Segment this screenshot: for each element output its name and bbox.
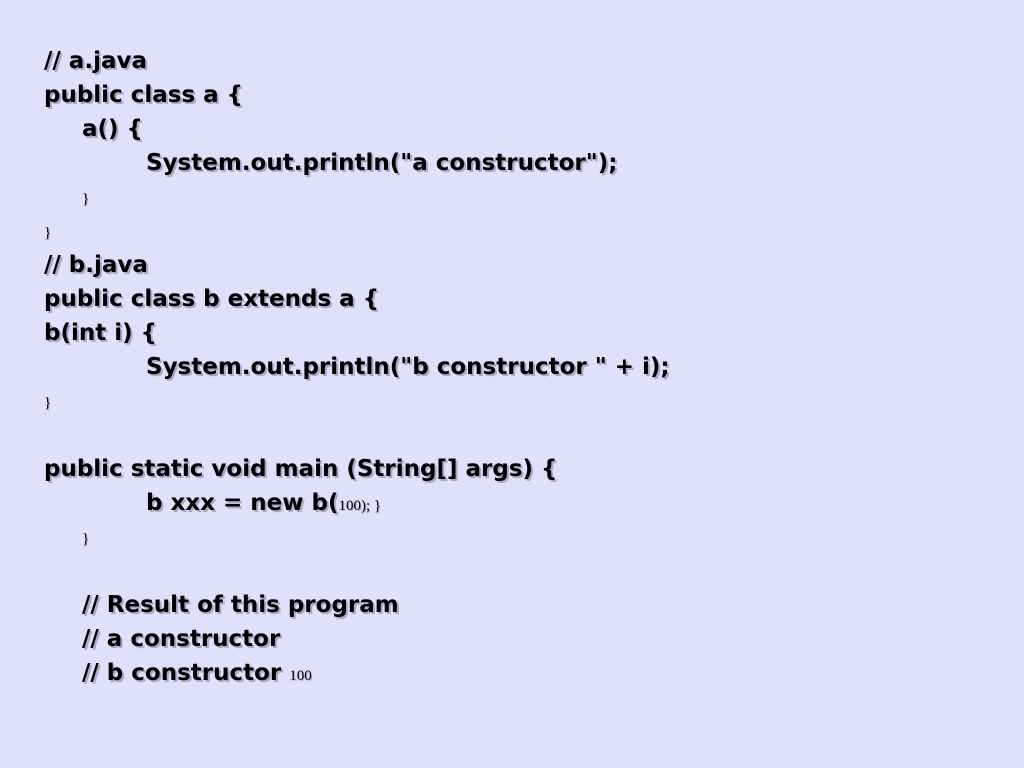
result-line-b-value: 100 (289, 668, 312, 684)
main-statement: b xxx = new b(100); } (146, 489, 381, 520)
b-class-declaration: public class b extends a { (44, 286, 380, 312)
main-method-declaration: public static void main (String[] args) … (44, 456, 558, 482)
main-close-brace: } (82, 531, 90, 547)
b-constructor-close-brace: } (44, 395, 52, 411)
main-statement-text: b xxx = new b( (146, 490, 339, 516)
result-line-a: // a constructor (82, 626, 281, 652)
main-statement-argument: 100); } (338, 498, 382, 514)
a-constructor-declaration: a() { (82, 116, 143, 142)
a-class-declaration: public class a { (44, 82, 244, 108)
b-constructor-declaration: b(int i) { (44, 320, 158, 346)
a-println-statement: System.out.println("a constructor"); (146, 150, 618, 176)
result-comment-title: // Result of this program (82, 592, 399, 618)
a-file-comment: // a.java (44, 48, 147, 74)
result-line-b-text: // b constructor (82, 660, 290, 686)
b-file-comment: // b.java (44, 252, 148, 278)
a-class-close-brace: } (44, 225, 52, 241)
b-println-statement: System.out.println("b constructor " + i)… (146, 354, 670, 380)
a-constructor-close-brace: } (82, 191, 90, 207)
result-line-b: // b constructor 100 (82, 659, 312, 690)
